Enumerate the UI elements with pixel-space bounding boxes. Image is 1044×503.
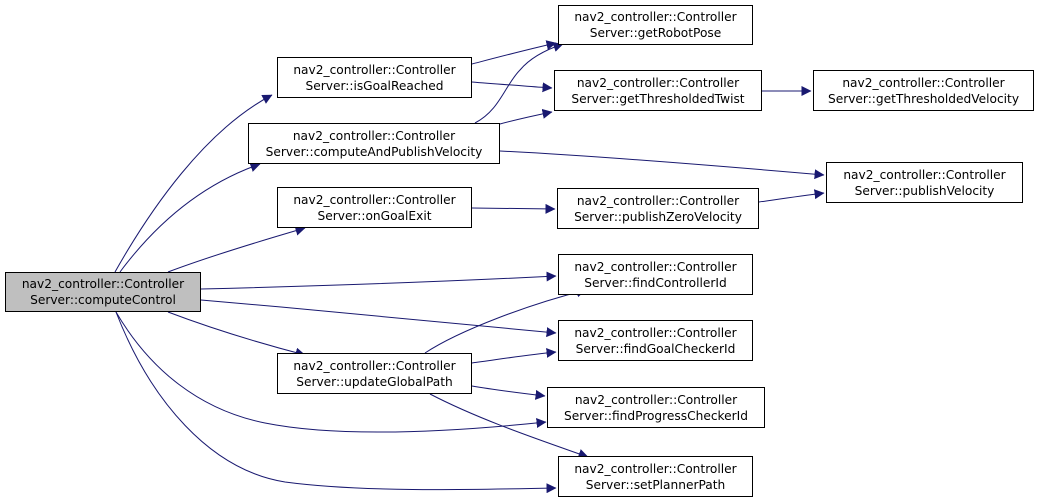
edge-updateGlobalPath-to-findProgressCheckerId — [471, 385, 546, 400]
node-on-goal-exit-line1: nav2_controller::Controller — [293, 192, 456, 207]
edge-publishZeroVelocity-to-publishVelocity — [758, 189, 825, 203]
edge-computeControl-to-isGoalReached — [114, 94, 273, 273]
edge-onGoalExit-to-publishZeroVelocity — [471, 203, 556, 214]
node-update-global-path-line2: Server::updateGlobalPath — [296, 374, 453, 389]
node-find-progress-checker-id[interactable]: nav2_controller::Controller Server::find… — [547, 387, 765, 428]
edge-computeControl-to-findControllerId — [200, 271, 557, 290]
node-publish-velocity[interactable]: nav2_controller::Controller Server::publ… — [826, 162, 1023, 203]
edge-updateGlobalPath-to-findControllerId — [424, 287, 587, 354]
node-get-robot-pose[interactable]: nav2_controller::Controller Server::getR… — [558, 5, 753, 45]
node-find-controller-id-line2: Server::findControllerId — [584, 275, 727, 290]
node-on-goal-exit-line2: Server::onGoalExit — [317, 208, 432, 223]
node-compute-control-line2: Server::computeControl — [30, 293, 176, 307]
node-compute-control[interactable]: nav2_controller::Controller Server::comp… — [5, 272, 201, 312]
edge-computeControl-to-findProgressCheckerId — [115, 311, 547, 433]
node-find-goal-checker-id[interactable]: nav2_controller::Controller Server::find… — [558, 320, 753, 361]
edge-computeControl-to-onGoalExit — [167, 225, 306, 273]
node-get-thresholded-velocity[interactable]: nav2_controller::Controller Server::getT… — [813, 70, 1034, 111]
edge-updateGlobalPath-to-findGoalCheckerId — [471, 347, 557, 364]
node-is-goal-reached[interactable]: nav2_controller::Controller Server::isGo… — [277, 57, 472, 98]
node-get-thresholded-twist-line1: nav2_controller::Controller — [576, 75, 740, 90]
node-compute-and-publish-velocity-line2: Server::computeAndPublishVelocity — [265, 144, 483, 159]
edge-computeControl-to-computeAndPublishVelocity — [119, 162, 261, 273]
edge-computeControl-to-updateGlobalPath — [167, 311, 306, 358]
node-get-robot-pose-line1: nav2_controller::Controller — [574, 10, 737, 24]
edge-updateGlobalPath-to-setPlannerPath — [429, 393, 589, 459]
node-get-thresholded-twist-line2: Server::getThresholdedTwist — [571, 91, 745, 106]
node-set-planner-path-line1: nav2_controller::Controller — [574, 461, 737, 476]
node-publish-velocity-line1: nav2_controller::Controller — [843, 167, 1006, 182]
node-update-global-path-line1: nav2_controller::Controller — [293, 358, 456, 373]
node-publish-zero-velocity[interactable]: nav2_controller::Controller Server::publ… — [557, 188, 759, 229]
node-on-goal-exit[interactable]: nav2_controller::Controller Server::onGo… — [277, 187, 472, 228]
edge-computeAndPublishVelocity-to-publishVelocity — [499, 150, 825, 180]
node-publish-zero-velocity-line2: Server::publishZeroVelocity — [574, 209, 742, 224]
edge-computeAndPublishVelocity-to-getThresholdedTwist — [499, 108, 553, 125]
node-get-thresholded-twist[interactable]: nav2_controller::Controller Server::getT… — [554, 70, 762, 111]
node-is-goal-reached-line1: nav2_controller::Controller — [293, 62, 456, 77]
node-compute-and-publish-velocity[interactable]: nav2_controller::Controller Server::comp… — [248, 123, 500, 164]
node-find-controller-id[interactable]: nav2_controller::Controller Server::find… — [558, 254, 753, 295]
node-find-progress-checker-id-line1: nav2_controller::Controller — [574, 392, 738, 407]
node-set-planner-path[interactable]: nav2_controller::Controller Server::setP… — [558, 456, 753, 497]
node-get-robot-pose-line2: Server::getRobotPose — [589, 26, 722, 40]
edge-isGoalReached-to-getThresholdedTwist — [471, 81, 553, 93]
node-find-progress-checker-id-line2: Server::findProgressCheckerId — [563, 408, 748, 423]
edge-computeAndPublishVelocity-to-getRobotPose — [474, 42, 564, 124]
edge-computeControl-to-setPlannerPath — [115, 311, 557, 494]
node-compute-control-line1: nav2_controller::Controller — [21, 277, 185, 291]
edge-isGoalReached-to-getRobotPose — [471, 40, 557, 65]
node-is-goal-reached-line2: Server::isGoalReached — [305, 78, 444, 93]
node-publish-zero-velocity-line1: nav2_controller::Controller — [576, 193, 740, 208]
node-get-thresholded-velocity-line1: nav2_controller::Controller — [842, 75, 1005, 90]
node-find-goal-checker-id-line2: Server::findGoalCheckerId — [575, 341, 736, 356]
node-get-thresholded-velocity-line2: Server::getThresholdedVelocity — [827, 91, 1020, 106]
node-update-global-path[interactable]: nav2_controller::Controller Server::upda… — [277, 353, 472, 394]
node-publish-velocity-line2: Server::publishVelocity — [854, 183, 995, 198]
node-set-planner-path-line2: Server::setPlannerPath — [585, 477, 726, 492]
node-compute-and-publish-velocity-line1: nav2_controller::Controller — [292, 128, 456, 143]
node-find-goal-checker-id-line1: nav2_controller::Controller — [574, 325, 737, 340]
node-find-controller-id-line1: nav2_controller::Controller — [574, 259, 737, 274]
edge-computeControl-to-findGoalCheckerId — [200, 299, 557, 338]
